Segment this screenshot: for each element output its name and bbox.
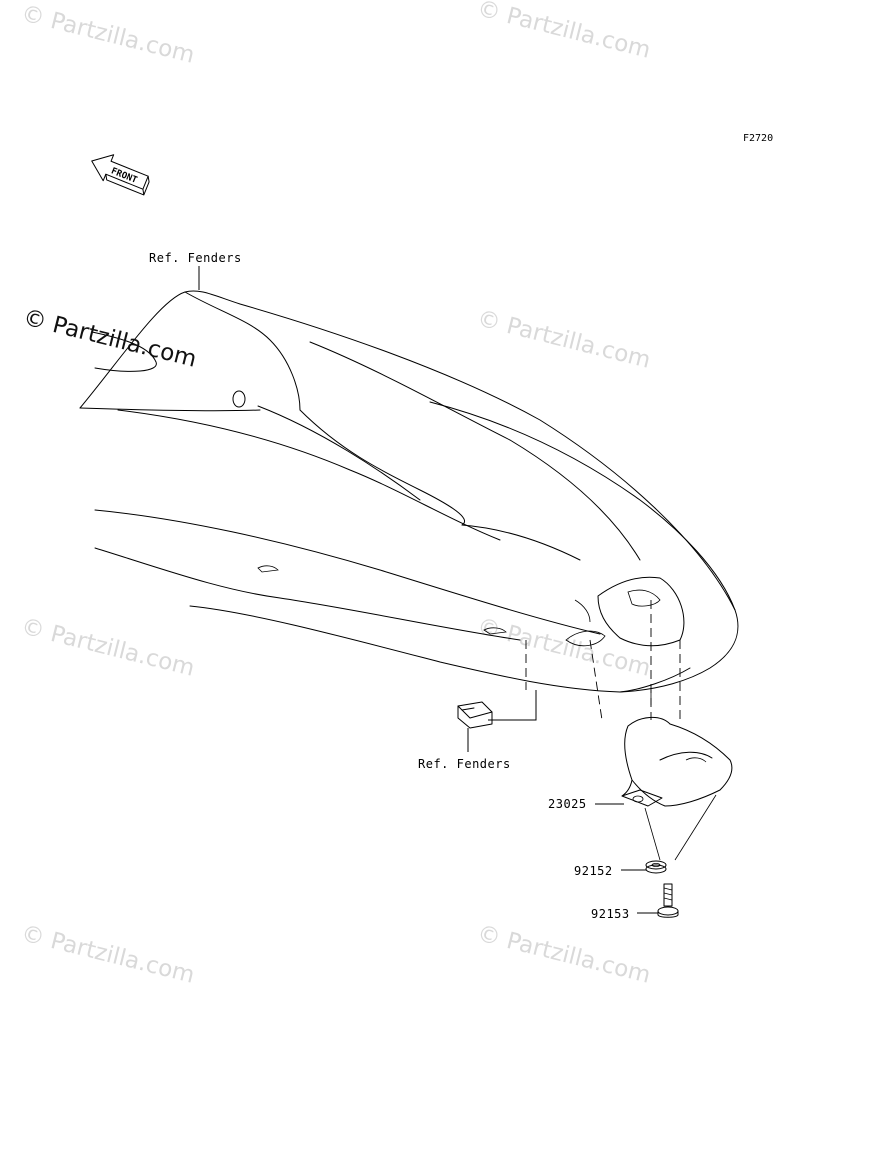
assembly-line (674, 794, 717, 861)
part-number-92153: 92153 (591, 907, 630, 921)
assembly-line (644, 807, 661, 861)
part-number-92152: 92152 (574, 864, 613, 878)
watermark-group: © Partzilla.com © Partzilla.com © Partzi… (19, 0, 654, 989)
watermark: © Partzilla.com (475, 0, 654, 64)
watermark: © Partzilla.com (19, 921, 198, 989)
rear-fender (79, 290, 739, 693)
bolt (657, 883, 679, 918)
watermark: © Partzilla.com (19, 614, 198, 682)
watermark: © Partzilla.com (19, 1, 198, 69)
watermark: © Partzilla.com (475, 306, 654, 374)
leader-line (488, 690, 537, 721)
part-number-23025: 23025 (548, 797, 587, 811)
watermark: © Partzilla.com (475, 921, 654, 989)
watermark: © Partzilla.com (475, 614, 654, 682)
front-arrow-icon: FRONT (91, 154, 150, 196)
fender-clip (457, 701, 493, 729)
figure-code: F2720 (743, 133, 773, 144)
ref-fenders-label-bottom: Ref. Fenders (418, 757, 511, 771)
taillight-lens (621, 717, 733, 807)
washer (645, 860, 667, 874)
watermark-dark: © Partzilla.com (21, 305, 200, 373)
ref-fenders-label-top: Ref. Fenders (149, 251, 242, 265)
